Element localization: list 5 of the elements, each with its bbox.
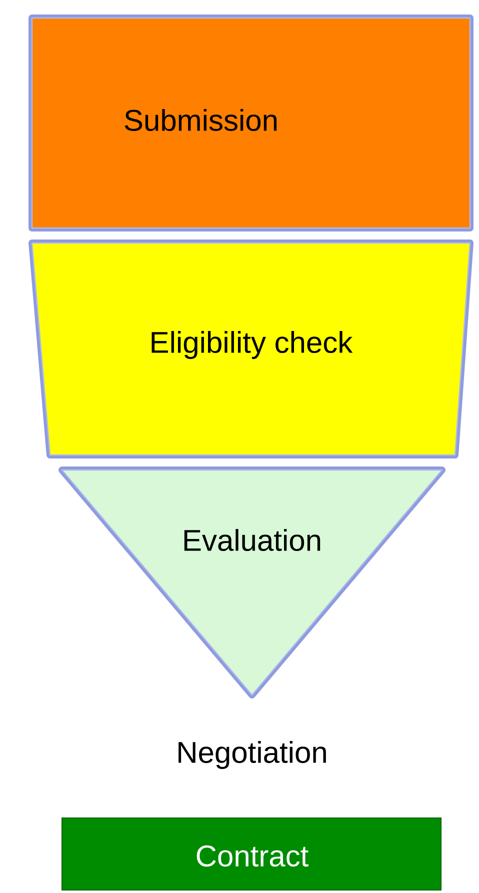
contract-box: Contract [62, 818, 442, 890]
stage-box: Submission [28, 14, 474, 232]
funnel-triangle: Evaluation [58, 466, 446, 698]
funnel-trapezoid: Eligibility check [28, 240, 474, 458]
stage-label: Negotiation [178, 741, 326, 769]
